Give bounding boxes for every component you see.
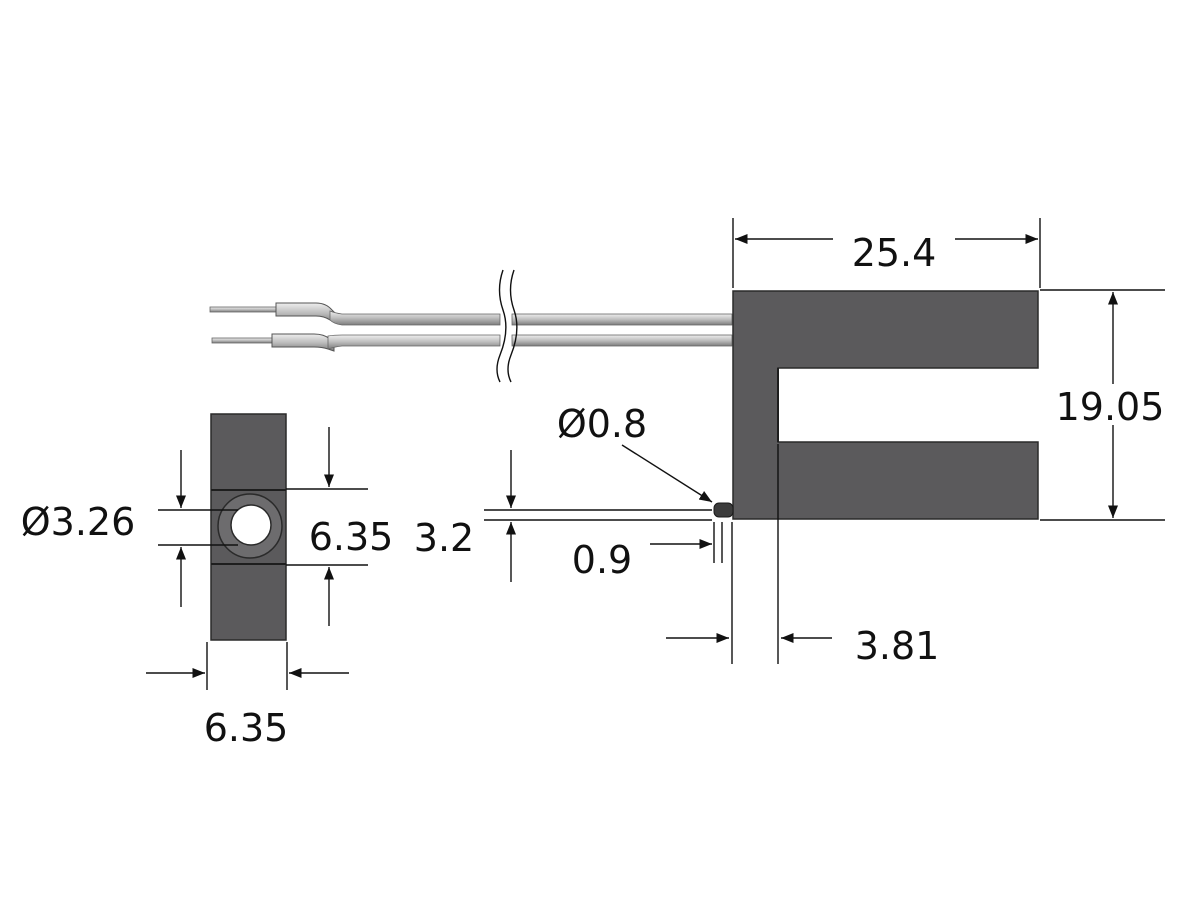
dimension-pin-diameter: Ø0.8 [557, 402, 713, 503]
dimension-hole-diameter: Ø3.26 [21, 450, 238, 607]
sensor-body-front-view [713, 290, 1039, 520]
dimension-side-width: 6.35 [146, 642, 349, 750]
wire-lead-bottom [211, 333, 733, 352]
through-hole [230, 504, 272, 546]
wire-leads [209, 269, 733, 383]
dimension-side-height-label: 6.35 [309, 515, 394, 559]
dimension-pin-offset-label: 3.2 [414, 516, 474, 560]
wire-break-symbol [496, 269, 518, 383]
dimension-pin-diameter-label: Ø0.8 [557, 402, 647, 446]
dimension-slot-wall-label: 3.81 [855, 624, 940, 668]
dimension-width-top: 25.4 [732, 218, 1041, 288]
dimension-pin-length-label: 0.9 [572, 538, 632, 582]
dimension-slot-wall: 3.81 [666, 444, 939, 668]
dimension-height-right-label: 19.05 [1056, 385, 1165, 429]
dimension-pin-offset: 3.2 [414, 450, 712, 582]
dimension-hole-diameter-label: Ø3.26 [21, 500, 136, 544]
dimension-side-width-label: 6.35 [204, 706, 289, 750]
dimension-pin-length: 0.9 [572, 522, 723, 582]
pin [713, 502, 734, 518]
sensor-body-side-view [210, 413, 287, 641]
dimension-width-top-label: 25.4 [852, 231, 937, 275]
dimension-height-right: 19.05 [1040, 289, 1165, 521]
wire-lead-top [209, 302, 733, 326]
dimension-side-height: 6.35 [286, 427, 393, 626]
